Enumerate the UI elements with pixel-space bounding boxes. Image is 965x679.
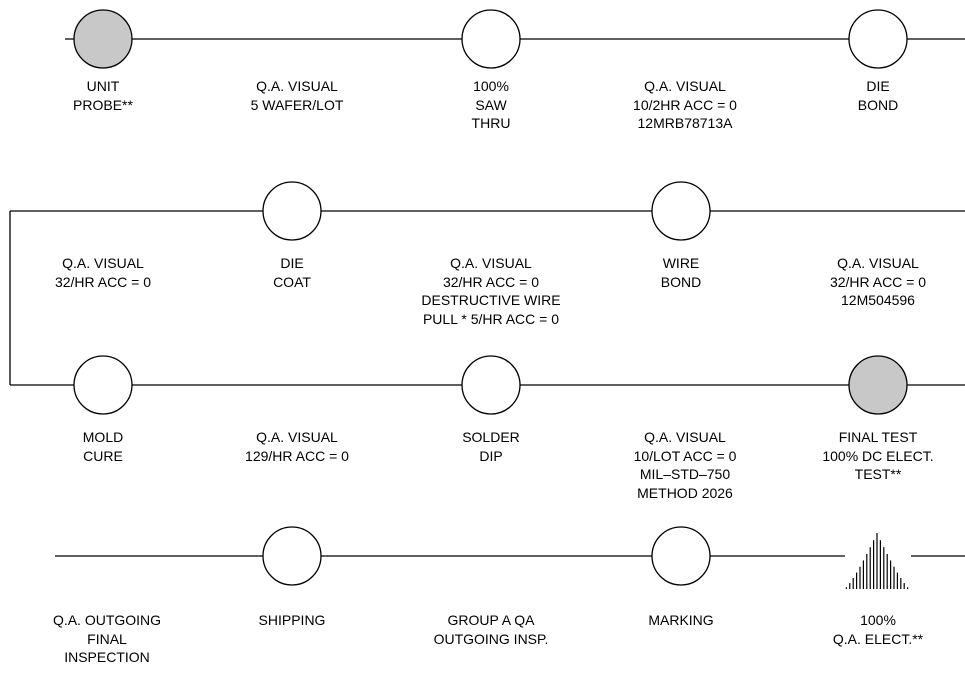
marking-node xyxy=(651,526,711,586)
final-test-node xyxy=(848,355,908,415)
qa-visual-129hr-label: Q.A. VISUAL 129/HR ACC = 0 xyxy=(245,429,349,464)
qa-visual-lot-label: Q.A. VISUAL 10/LOT ACC = 0 MIL–STD–750 M… xyxy=(633,429,737,501)
group-a-qa-label: GROUP A QA OUTGOING INSP. xyxy=(433,612,549,647)
qa-visual-32hr-a-label: Q.A. VISUAL 32/HR ACC = 0 xyxy=(54,255,152,290)
die-coat-label: DIE COAT xyxy=(273,255,311,290)
unit-probe-label: UNIT PROBE** xyxy=(73,78,133,113)
qa-visual-wire-pull-label: Q.A. VISUAL 32/HR ACC = 0 DESTRUCTIVE WI… xyxy=(421,255,561,327)
unit-probe-node xyxy=(73,9,133,69)
process-nodes xyxy=(73,9,908,586)
solder-dip-node xyxy=(461,355,521,415)
wire-bond-node xyxy=(651,181,711,241)
burst-line-mask xyxy=(845,554,911,558)
solder-dip-label: SOLDER DIP xyxy=(462,429,520,464)
qa-elect-label: 100% Q.A. ELECT.** xyxy=(832,612,924,647)
die-bond-node xyxy=(848,9,908,69)
mold-cure-node xyxy=(73,355,133,415)
qa-visual-32hr-b-label: Q.A. VISUAL 32/HR ACC = 0 12M504596 xyxy=(829,255,927,308)
qa-visual-wafer-label: Q.A. VISUAL 5 WAFER/LOT xyxy=(250,78,344,113)
saw-thru-label: 100% SAW THRU xyxy=(471,78,511,131)
mold-cure-label: MOLD CURE xyxy=(82,429,124,464)
shipping-label: SHIPPING xyxy=(258,612,326,628)
die-bond-label: DIE BOND xyxy=(857,78,899,113)
qa-outgoing-final-label: Q.A. OUTGOING FINAL INSPECTION xyxy=(52,612,162,665)
electrical-test-burst-icon xyxy=(845,533,909,589)
final-test-label: FINAL TEST 100% DC ELECT. TEST** xyxy=(822,429,934,482)
wire-bond-label: WIRE BOND xyxy=(660,255,702,290)
shipping-node xyxy=(262,526,322,586)
saw-thru-node xyxy=(461,9,521,69)
die-coat-node xyxy=(262,181,322,241)
qa-visual-2hr-label: Q.A. VISUAL 10/2HR ACC = 0 12MRB78713A xyxy=(633,78,737,131)
marking-label: MARKING xyxy=(648,612,714,628)
